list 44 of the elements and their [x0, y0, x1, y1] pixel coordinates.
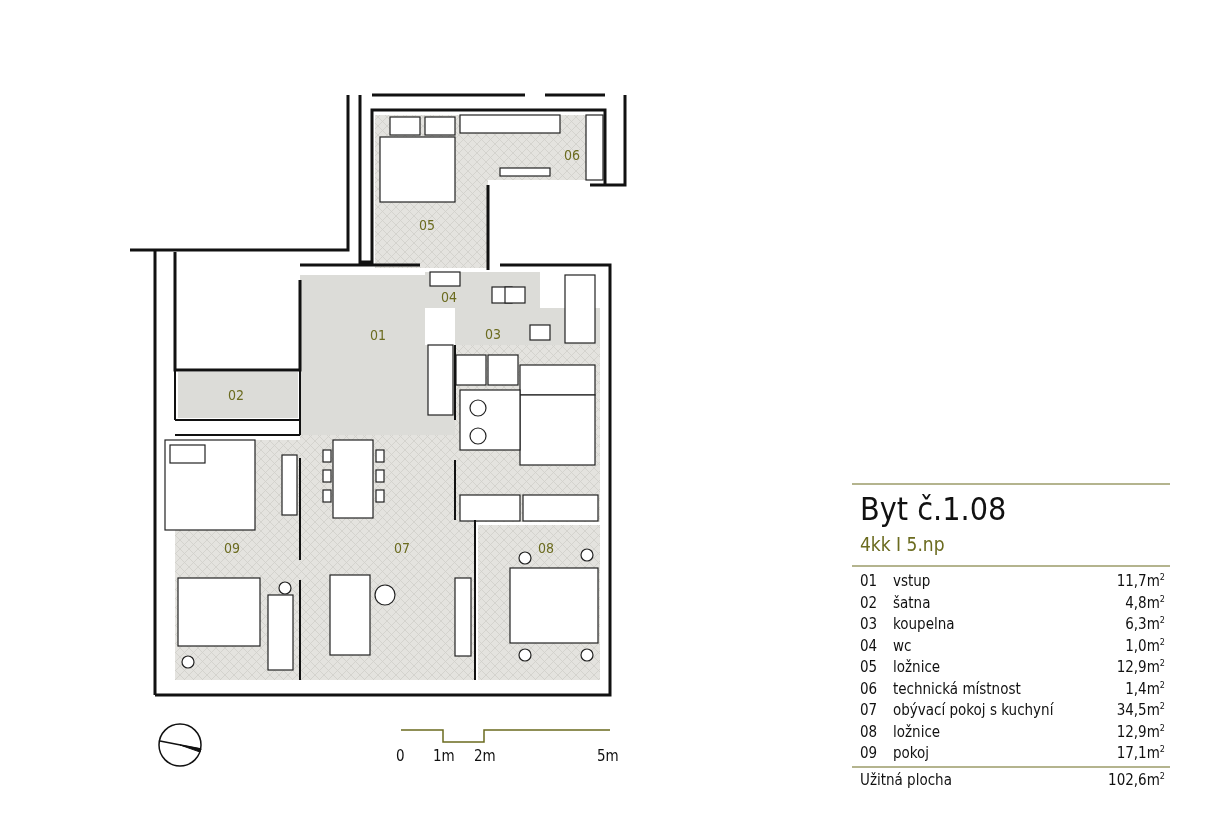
scale-label: 0 [396, 747, 405, 765]
plan-title: Byt č.1.08 [860, 490, 1007, 528]
room-area: 12,9m$^{2}$ [1116, 658, 1165, 676]
scale-label: 5m [597, 747, 619, 765]
room-name: koupelna [893, 615, 955, 633]
room-code: 02 [860, 593, 878, 612]
room-name: technická místnost [893, 679, 1021, 698]
scale-label: 2m [474, 747, 496, 765]
room-number: 07 [394, 540, 410, 556]
total-area-label: Užitná plocha [860, 771, 952, 789]
room-number: 09 [224, 540, 240, 556]
room-name: obývací pokoj s kuchyní [893, 701, 1054, 719]
room-code: 01 [860, 572, 878, 590]
room-number: 06 [564, 147, 580, 163]
room-area: 4,8m$^{2}$ [1125, 593, 1165, 612]
room-name: wc [893, 636, 912, 655]
room-area: 11,7m$^{2}$ [1116, 572, 1165, 590]
room-code: 08 [860, 722, 878, 741]
room-area: 17,1m$^{2}$ [1116, 744, 1165, 762]
room-code: 04 [860, 636, 878, 655]
room-area: 1,0m$^{2}$ [1125, 636, 1165, 655]
room-area: 1,4m$^{2}$ [1125, 679, 1165, 698]
room-name: pokoj [893, 744, 930, 762]
room-number: 08 [538, 540, 554, 556]
room-number: 03 [485, 326, 501, 342]
room-name: ložnice [893, 658, 941, 676]
apartment-type: 4kk I 5.np [860, 533, 945, 555]
room-code: 07 [860, 701, 878, 719]
room-area: 12,9m$^{2}$ [1116, 722, 1165, 741]
room-number: 05 [419, 217, 435, 233]
room-code: 06 [860, 679, 878, 698]
room-area: 34,5m$^{2}$ [1116, 701, 1165, 719]
room-name: ložnice [893, 722, 941, 741]
total-area-value: 102,6m$^{2}$ [1108, 771, 1165, 789]
room-number: 02 [228, 387, 244, 403]
room-number: 04 [441, 289, 457, 305]
scale-label: 1m [433, 747, 455, 765]
room-code: 03 [860, 615, 878, 633]
room-area: 6,3m$^{2}$ [1125, 615, 1165, 633]
room-name: vstup [893, 572, 931, 590]
room-code: 05 [860, 658, 878, 676]
room-name: šatna [893, 593, 931, 612]
room-code: 09 [860, 744, 878, 762]
room-number: 01 [370, 327, 386, 343]
